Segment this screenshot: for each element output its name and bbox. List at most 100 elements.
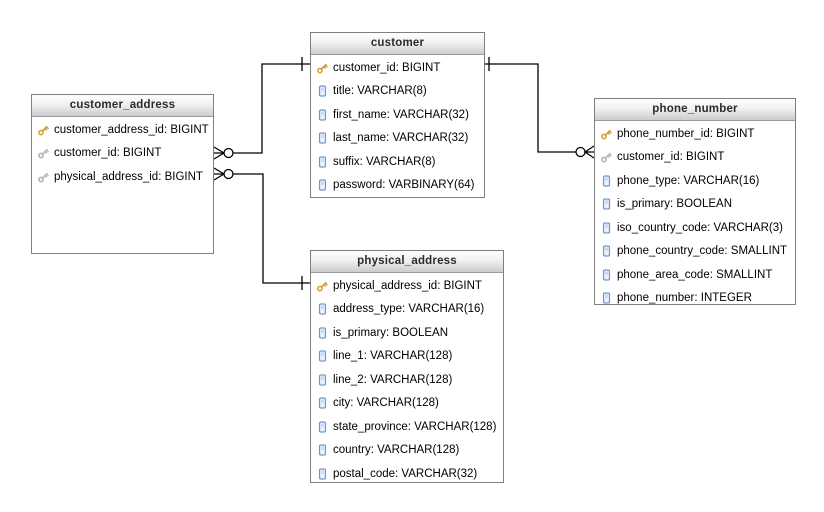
table-header[interactable]: customer bbox=[311, 33, 484, 55]
foreign-key-icon bbox=[38, 172, 49, 183]
foreign-key-icon bbox=[38, 148, 49, 159]
primary-key-icon bbox=[317, 63, 328, 74]
column-icon bbox=[602, 292, 611, 304]
column-icon bbox=[602, 245, 611, 257]
table-row[interactable]: is_primary: BOOLEAN bbox=[311, 321, 503, 345]
table-body: customer_id: BIGINT title: VARCHAR(8) fi… bbox=[311, 55, 484, 197]
many-fork-icon bbox=[213, 167, 225, 181]
table-header[interactable]: physical_address bbox=[311, 251, 503, 273]
table-row[interactable]: line_2: VARCHAR(128) bbox=[311, 368, 503, 392]
column-label: postal_code: VARCHAR(32) bbox=[333, 467, 478, 480]
column-label: phone_number: INTEGER bbox=[617, 292, 752, 305]
column-label: physical_address_id: BIGINT bbox=[333, 279, 482, 292]
table-title: phone_number bbox=[652, 103, 738, 115]
column-label: phone_country_code: SMALLINT bbox=[617, 245, 788, 258]
table-row[interactable]: phone_number_id: BIGINT bbox=[595, 122, 795, 146]
table-row[interactable]: customer_id: BIGINT bbox=[32, 142, 213, 166]
table-row[interactable]: phone_country_code: SMALLINT bbox=[595, 240, 795, 264]
table-row[interactable]: country: VARCHAR(128) bbox=[311, 439, 503, 463]
table-row[interactable]: physical_address_id: BIGINT bbox=[32, 165, 213, 189]
table-row[interactable]: physical_address_id: BIGINT bbox=[311, 274, 503, 298]
table-row[interactable]: iso_country_code: VARCHAR(3) bbox=[595, 216, 795, 240]
column-icon bbox=[318, 444, 327, 456]
primary-key-icon bbox=[317, 281, 328, 292]
column-label: customer_address_id: BIGINT bbox=[54, 123, 209, 136]
column-icon bbox=[602, 198, 611, 210]
connector-line[interactable] bbox=[485, 63, 576, 153]
table-row[interactable]: postal_code: VARCHAR(32) bbox=[311, 462, 503, 486]
column-icon bbox=[318, 397, 327, 409]
relationship-customer_address-physical_address[interactable] bbox=[213, 167, 310, 290]
table-body: customer_address_id: BIGINT customer_id:… bbox=[32, 117, 213, 189]
column-label: is_primary: BOOLEAN bbox=[333, 326, 449, 339]
table-row[interactable]: customer_id: BIGINT bbox=[595, 146, 795, 170]
column-label: country: VARCHAR(128) bbox=[333, 444, 460, 457]
column-icon bbox=[602, 175, 611, 187]
table-row[interactable]: last_name: VARCHAR(32) bbox=[311, 127, 484, 151]
connector-line[interactable] bbox=[233, 63, 310, 154]
column-label: is_primary: BOOLEAN bbox=[617, 198, 733, 211]
table-row[interactable]: address_type: VARCHAR(16) bbox=[311, 298, 503, 322]
table-header[interactable]: phone_number bbox=[595, 99, 795, 121]
primary-key-icon bbox=[38, 125, 49, 136]
table-header[interactable]: customer_address bbox=[32, 95, 213, 117]
column-label: phone_number_id: BIGINT bbox=[617, 127, 755, 140]
column-icon bbox=[318, 109, 327, 121]
table-title: customer bbox=[370, 37, 425, 49]
table-row[interactable]: title: VARCHAR(8) bbox=[311, 80, 484, 104]
table-row[interactable]: suffix: VARCHAR(8) bbox=[311, 150, 484, 174]
column-icon bbox=[318, 374, 327, 386]
column-label: city: VARCHAR(128) bbox=[333, 397, 439, 410]
column-icon bbox=[318, 156, 327, 168]
foreign-key-icon bbox=[601, 152, 612, 163]
column-icon bbox=[602, 269, 611, 281]
column-icon bbox=[318, 85, 327, 97]
table-row[interactable]: customer_address_id: BIGINT bbox=[32, 118, 213, 142]
table-row[interactable]: line_1: VARCHAR(128) bbox=[311, 345, 503, 369]
connector-line[interactable] bbox=[233, 173, 310, 284]
table-customer-address[interactable]: customer_address customer_address_id: BI… bbox=[31, 94, 214, 254]
column-label: line_2: VARCHAR(128) bbox=[333, 373, 453, 386]
column-icon bbox=[318, 132, 327, 144]
column-label: phone_area_code: SMALLINT bbox=[617, 268, 773, 281]
many-fork-icon bbox=[213, 146, 225, 160]
column-icon bbox=[318, 421, 327, 433]
table-row[interactable]: password: VARBINARY(64) bbox=[311, 174, 484, 198]
column-icon bbox=[318, 327, 327, 339]
column-icon bbox=[318, 350, 327, 362]
column-label: first_name: VARCHAR(32) bbox=[333, 108, 469, 121]
table-title: customer_address bbox=[69, 99, 176, 111]
column-label: customer_id: BIGINT bbox=[617, 151, 725, 164]
table-row[interactable]: customer_id: BIGINT bbox=[311, 56, 484, 80]
column-icon bbox=[602, 222, 611, 234]
table-row[interactable]: city: VARCHAR(128) bbox=[311, 392, 503, 416]
table-row[interactable]: phone_type: VARCHAR(16) bbox=[595, 169, 795, 193]
table-title: physical_address bbox=[357, 255, 457, 267]
table-row[interactable]: is_primary: BOOLEAN bbox=[595, 193, 795, 217]
zero-circle-icon bbox=[223, 147, 234, 159]
table-row[interactable]: first_name: VARCHAR(32) bbox=[311, 103, 484, 127]
primary-key-icon bbox=[601, 129, 612, 140]
table-physical-address[interactable]: physical_address physical_address_id: BI… bbox=[310, 250, 504, 483]
column-label: title: VARCHAR(8) bbox=[333, 85, 427, 98]
table-row[interactable]: phone_number: INTEGER bbox=[595, 287, 795, 311]
column-icon bbox=[318, 468, 327, 480]
column-label: suffix: VARCHAR(8) bbox=[333, 155, 436, 168]
many-fork-icon bbox=[584, 145, 595, 159]
column-label: iso_country_code: VARCHAR(3) bbox=[617, 221, 783, 234]
column-label: password: VARBINARY(64) bbox=[333, 179, 475, 192]
column-label: line_1: VARCHAR(128) bbox=[333, 350, 453, 363]
table-phone-number[interactable]: phone_number phone_number_id: BIGINT cus… bbox=[594, 98, 796, 305]
relationship-customer_address-customer[interactable] bbox=[213, 57, 310, 160]
column-icon bbox=[318, 303, 327, 315]
zero-circle-icon bbox=[223, 168, 234, 180]
relationship-phone_number-customer[interactable] bbox=[485, 57, 595, 159]
zero-circle-icon bbox=[575, 146, 586, 158]
table-row[interactable]: phone_area_code: SMALLINT bbox=[595, 263, 795, 287]
column-label: last_name: VARCHAR(32) bbox=[333, 132, 469, 145]
column-label: phone_type: VARCHAR(16) bbox=[617, 174, 760, 187]
table-customer[interactable]: customer customer_id: BIGINT title: VARC… bbox=[310, 32, 485, 198]
table-row[interactable]: state_province: VARCHAR(128) bbox=[311, 415, 503, 439]
